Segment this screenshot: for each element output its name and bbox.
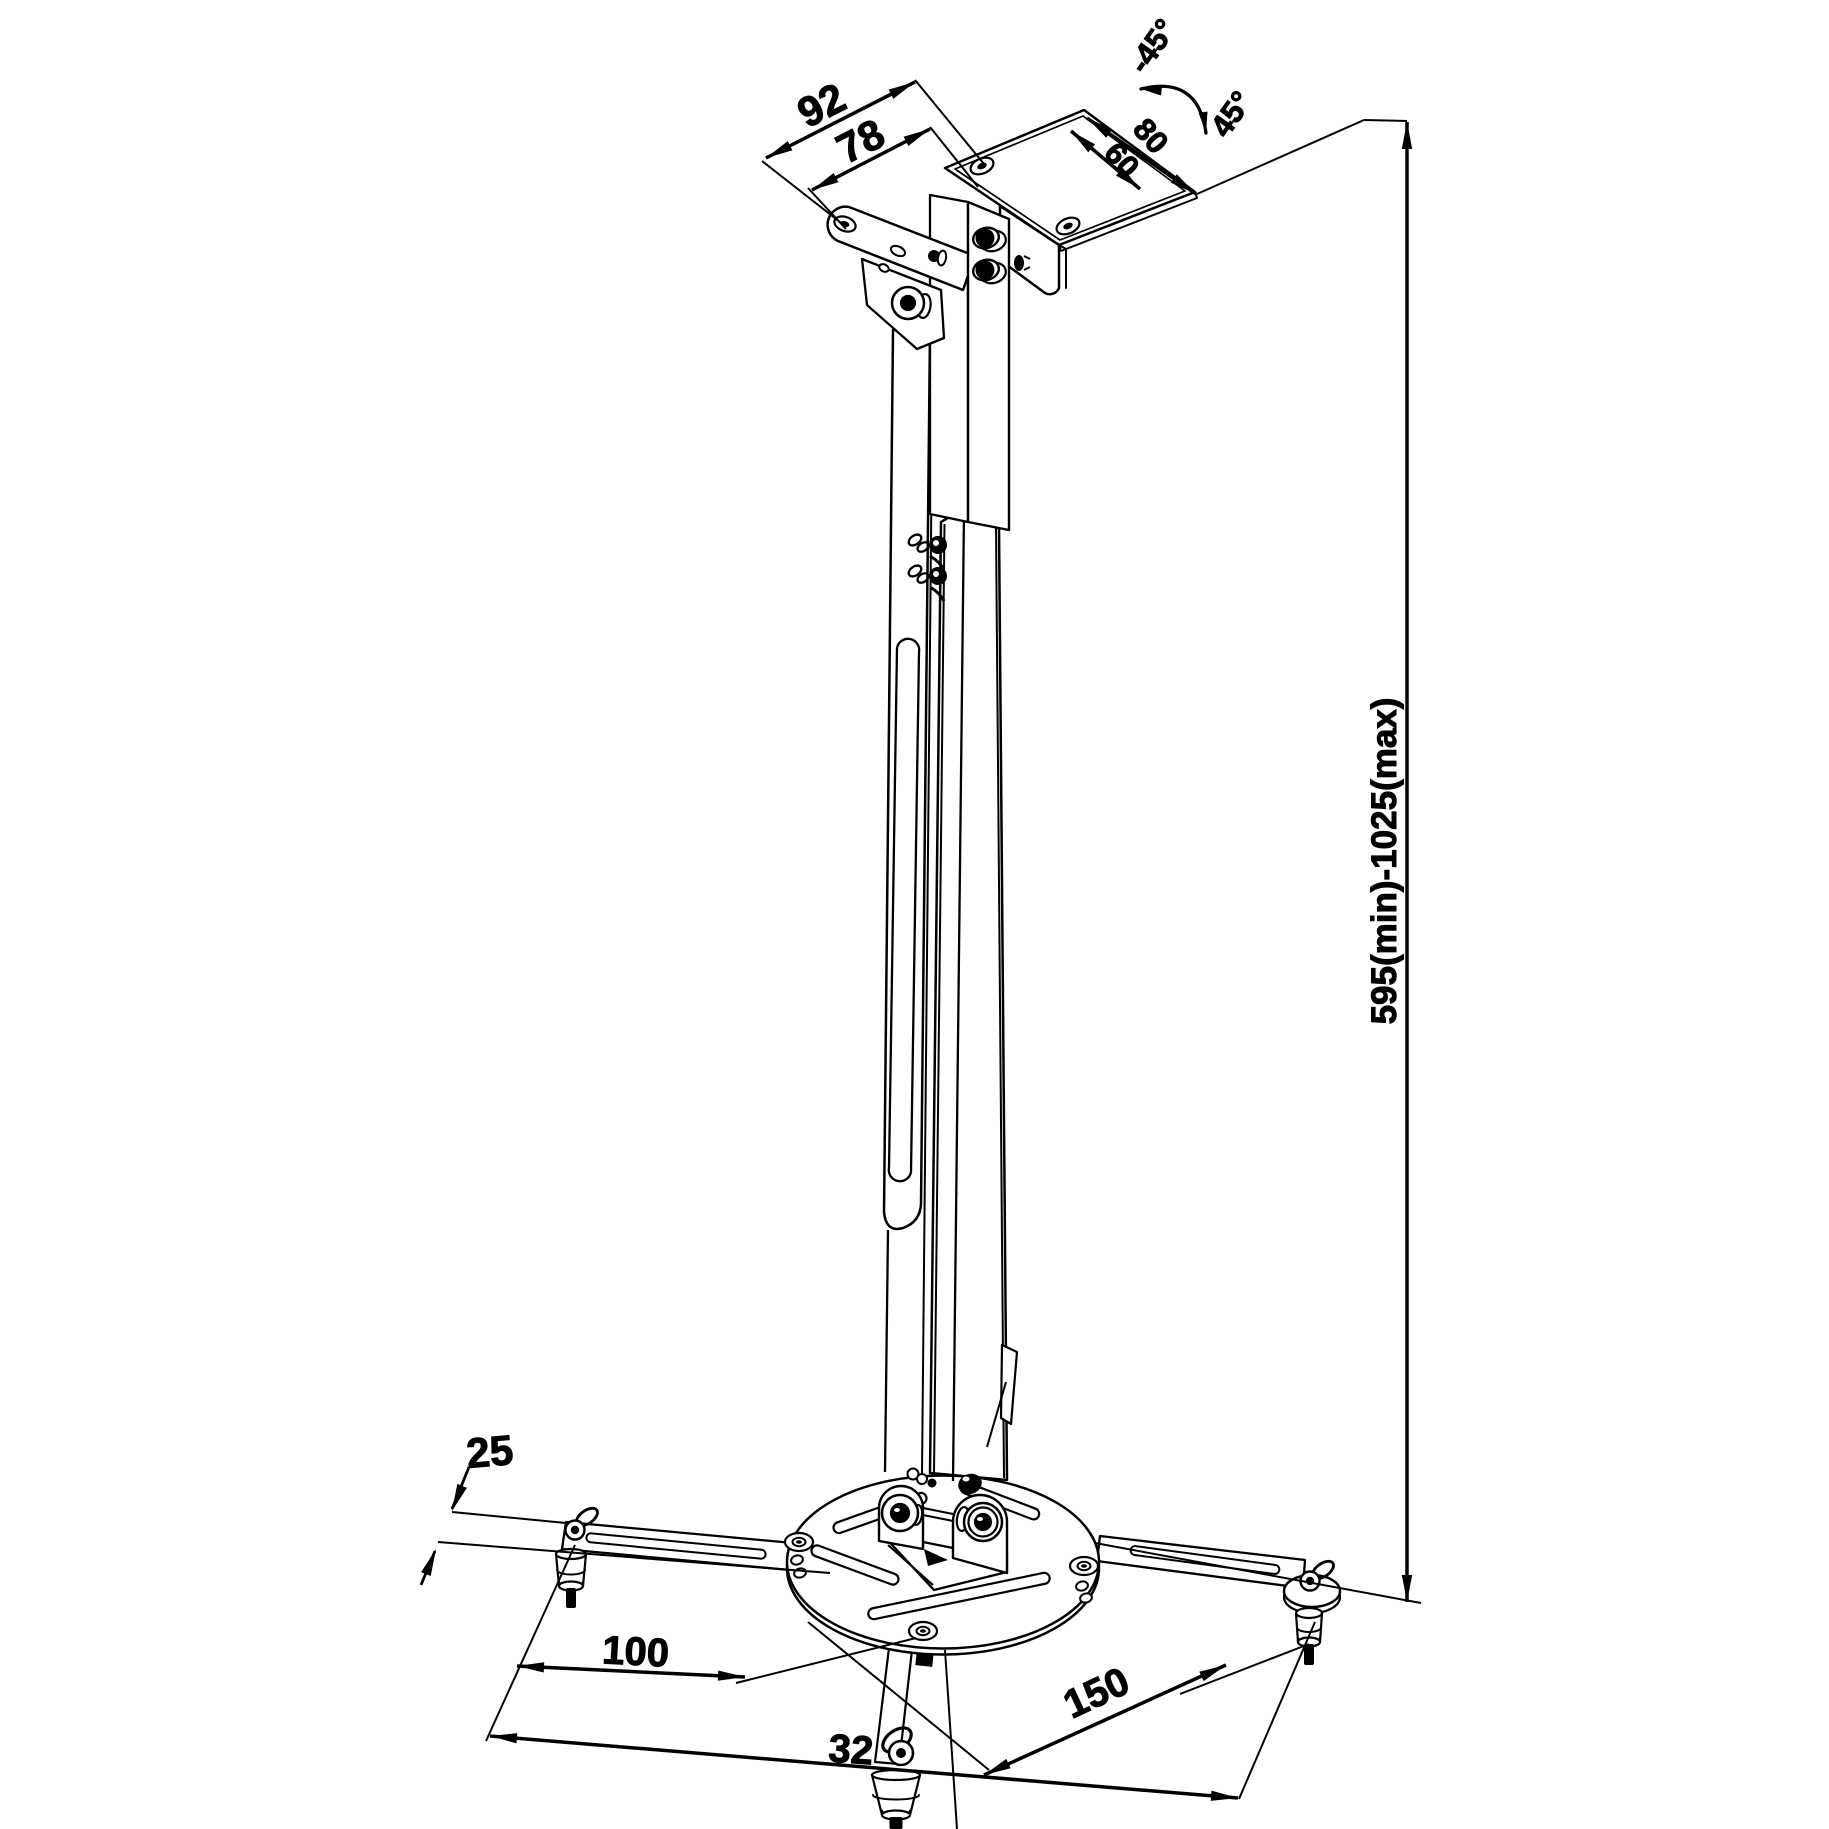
svg-text:595(min)-1025(max): 595(min)-1025(max)	[1365, 698, 1404, 1025]
svg-text:100: 100	[601, 1628, 670, 1675]
svg-text:32: 32	[827, 1727, 874, 1774]
svg-text:25: 25	[464, 1426, 515, 1477]
